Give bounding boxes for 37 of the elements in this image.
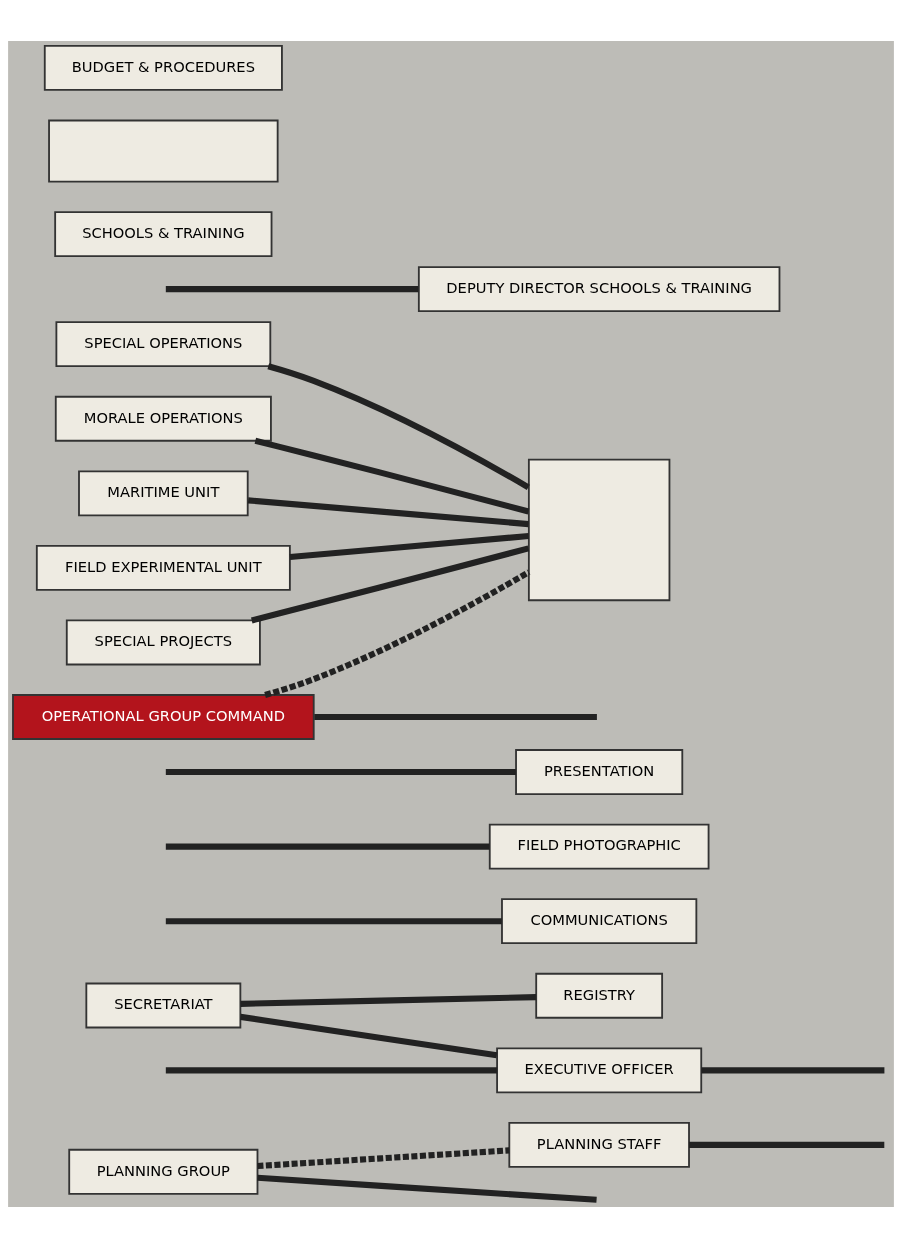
- connector: [264, 569, 531, 698]
- node-box: COMMUNICATIONS: [501, 898, 698, 945]
- connector: [240, 994, 537, 1007]
- connector: [165, 769, 516, 776]
- connector: [247, 497, 529, 528]
- connector: [689, 1141, 885, 1148]
- connector: [165, 286, 419, 293]
- node-box: [48, 119, 279, 183]
- node-box: MORALE OPERATIONS: [54, 395, 272, 442]
- node-box: FIELD EXPERIMENTAL UNIT: [35, 544, 291, 591]
- node-box: PRESENTATION: [515, 749, 684, 795]
- node-box: REGISTRY: [535, 972, 664, 1019]
- connector: [257, 1174, 597, 1203]
- connector: [289, 533, 529, 560]
- node-box: SECRETARIAT: [85, 982, 242, 1029]
- node-box: SCHOOLS & TRAINING: [54, 211, 273, 258]
- node-box: DEPUTY DIRECTOR SCHOOLS & TRAINING: [417, 266, 781, 313]
- node-box: PLANNING STAFF: [508, 1121, 690, 1168]
- node-box: SPECIAL PROJECTS: [65, 619, 261, 666]
- node-box: MARITIME UNIT: [78, 470, 249, 517]
- connector: [251, 545, 530, 624]
- node-box: [527, 458, 671, 602]
- connector: [165, 843, 490, 850]
- node-box: BUDGET & PROCEDURES: [43, 44, 283, 91]
- node-box: PLANNING GROUP: [68, 1148, 259, 1195]
- node-box: FIELD PHOTOGRAPHIC: [488, 823, 710, 870]
- connector: [257, 1147, 510, 1170]
- connector: [267, 363, 530, 490]
- node-box: SPECIAL OPERATIONS: [55, 321, 272, 368]
- connector: [254, 437, 530, 515]
- connector: [314, 713, 597, 721]
- connector: [701, 1067, 885, 1074]
- connector: [165, 918, 502, 925]
- connector: [165, 1067, 498, 1074]
- connector: [240, 1013, 498, 1059]
- node-box: OPERATIONAL GROUP COMMAND: [12, 694, 315, 740]
- node-box: EXECUTIVE OFFICER: [496, 1047, 703, 1094]
